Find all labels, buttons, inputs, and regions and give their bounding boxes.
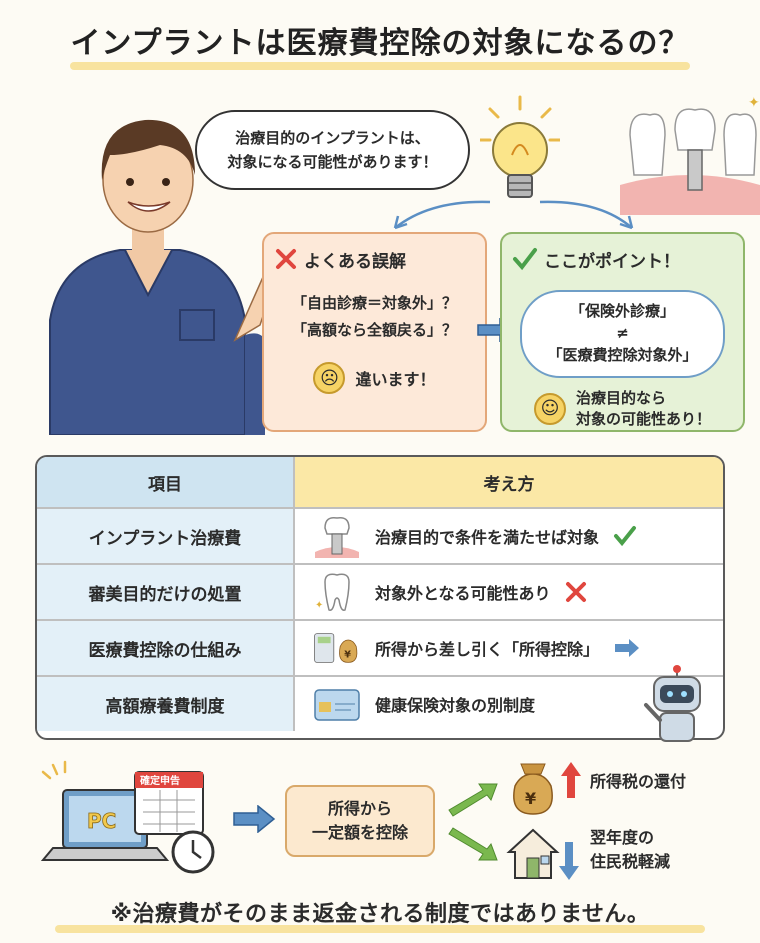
pc-label: PC — [87, 809, 116, 833]
implant-illustration: ✦ — [620, 95, 760, 215]
row-view: 所得から差し引く「所得控除」 — [375, 640, 600, 659]
result-resident-tax-line-2: 住民税軽減 — [590, 852, 671, 871]
point-line-2: 「医療費控除対象外」 — [547, 345, 698, 364]
calendar-label: 確定申告 — [140, 774, 180, 787]
page-title: インプラントは医療費控除の対象になるの？ — [70, 26, 690, 61]
deduction-line-1: 所得から — [327, 799, 392, 818]
title-highlight — [70, 62, 690, 70]
robot-icon — [644, 665, 701, 742]
table-row: 審美目的だけの処置 ✦ 対象外となる可能性あり — [37, 563, 723, 619]
svg-text:✦: ✦ — [748, 95, 760, 111]
row-view: 対象外となる可能性あり — [375, 584, 551, 603]
result-resident-tax-line-1: 翌年度の — [590, 828, 655, 847]
not-equal-sign: ≠ — [616, 324, 629, 343]
arrow-right-icon — [233, 805, 276, 833]
split-arrows — [393, 200, 634, 230]
lightbulb-icon — [480, 95, 560, 198]
point-note-2: 対象の可能性あり！ — [575, 410, 711, 428]
comparison-table: 項目 考え方 インプラント治療費 治療目的で条件を満たせば対象 審美目的だけの処… — [35, 455, 725, 740]
result-resident-tax: 翌年度の 住民税軽減 — [590, 826, 670, 874]
row-item: 医療費控除の仕組み — [37, 621, 295, 675]
insurance-card-icon — [314, 689, 360, 721]
speech-line-1: 治療目的のインプラントは、 — [235, 129, 430, 147]
smile-face-icon: ☺ — [533, 393, 566, 425]
point-heading: ここがポイント！ — [544, 251, 680, 272]
point-panel: ここがポイント！ 「保険外診療」 ≠ 「医療費控除対象外」 ☺ 治療目的なら 対… — [500, 232, 745, 432]
cross-icon — [565, 582, 586, 602]
point-line-1: 「保険外診療」 — [569, 302, 675, 321]
sad-face-icon: ☹ — [313, 362, 346, 394]
row-item: 高額療養費制度 — [37, 677, 295, 731]
calculator-money-icon: ¥ — [314, 633, 358, 663]
row-item: インプラント治療費 — [37, 509, 295, 563]
misconception-verdict: 違います！ — [355, 370, 436, 389]
arrow-right-icon — [615, 639, 640, 657]
check-icon — [513, 248, 537, 271]
yen-sign: ¥ — [525, 789, 536, 808]
header-view: 考え方 — [295, 457, 723, 507]
table-row: 高額療養費制度 健康保険対象の別制度 — [37, 675, 723, 731]
header-item: 項目 — [37, 457, 295, 507]
implant-icon — [315, 516, 359, 558]
yen-sign: ¥ — [344, 650, 351, 661]
point-cloud: 「保険外診療」 ≠ 「医療費控除対象外」 — [520, 290, 725, 378]
speech-line-2: 対象になる可能性があります！ — [227, 153, 438, 171]
branch-arrows — [448, 783, 498, 861]
table-row: 医療費控除の仕組み ¥ 所得から差し引く「所得控除」 — [37, 619, 723, 675]
misconception-line-1: 「自由診療＝対象外」？ — [291, 294, 457, 312]
row-item: 審美目的だけの処置 — [37, 565, 295, 619]
misconception-panel: よくある誤解 「自由診療＝対象外」？ 「高額なら全額戻る」？ ☹ 違います！ — [262, 232, 487, 432]
check-icon — [614, 526, 637, 547]
pc-tax-return-illustration: PC 確定申告 — [40, 760, 215, 874]
deduction-line-2: 一定額を控除 — [311, 823, 408, 842]
house-down-icon — [506, 828, 579, 880]
svg-text:✦: ✦ — [315, 600, 323, 611]
table-row: インプラント治療費 治療目的で条件を満たせば対象 — [37, 507, 723, 563]
row-view: 治療目的で条件を満たせば対象 — [375, 528, 600, 547]
table-header-row: 項目 考え方 — [37, 457, 723, 507]
row-view: 健康保険対象の別制度 — [375, 696, 536, 715]
point-note-1: 治療目的なら — [575, 389, 666, 407]
misconception-line-2: 「高額なら全額戻る」？ — [291, 321, 457, 339]
deduction-box: 所得から 一定額を控除 — [285, 785, 435, 857]
tooth-icon: ✦ — [315, 573, 350, 612]
footer-highlight — [55, 925, 705, 933]
footer-note: ※治療費がそのまま返金される制度ではありません。 — [110, 902, 650, 927]
cross-icon — [276, 249, 296, 269]
speech-bubble: 治療目的のインプラントは、 対象になる可能性があります！ — [195, 110, 470, 190]
money-bag-up-icon: ¥ — [513, 762, 581, 815]
misconception-heading: よくある誤解 — [304, 251, 406, 272]
result-income-tax: 所得税の還付 — [590, 772, 687, 791]
